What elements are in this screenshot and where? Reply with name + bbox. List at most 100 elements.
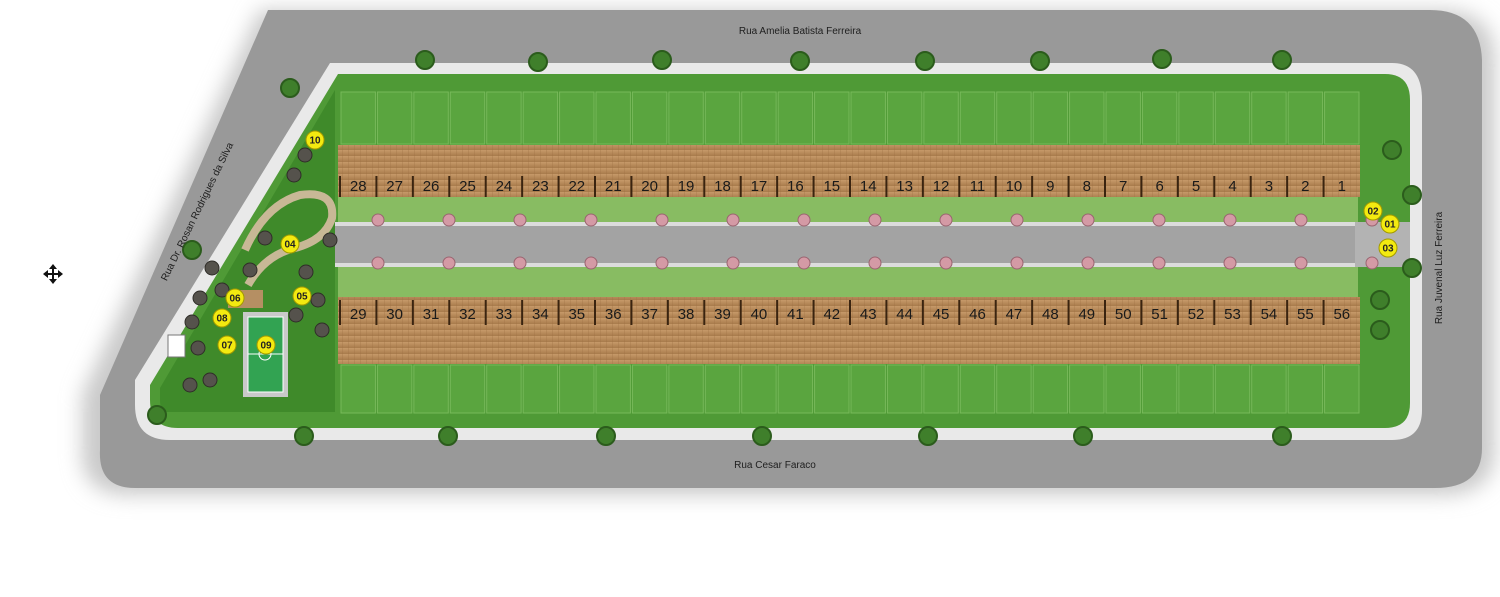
tree-icon	[790, 51, 810, 71]
marker-label: 10	[309, 136, 321, 147]
unit-35[interactable]: 35	[557, 300, 586, 325]
unit-number: 41	[787, 306, 804, 323]
unit-36[interactable]: 36	[594, 300, 622, 325]
unit-2[interactable]: 2	[1286, 176, 1310, 197]
internal-road-curb-top	[335, 222, 1385, 226]
amenity-marker-06[interactable]: 06	[225, 288, 245, 308]
tree-icon	[1294, 213, 1308, 227]
unit-number: 12	[933, 178, 950, 195]
unit-number: 35	[568, 306, 585, 323]
unit-16[interactable]: 16	[776, 176, 804, 197]
unit-17[interactable]: 17	[739, 176, 768, 197]
unit-20[interactable]: 20	[630, 176, 658, 197]
backyard-lot	[1105, 91, 1141, 145]
unit-44[interactable]: 44	[885, 300, 913, 325]
unit-number: 28	[350, 178, 367, 195]
amenity-marker-03[interactable]: 03	[1378, 238, 1398, 258]
unit-48[interactable]: 48	[1031, 300, 1059, 325]
shrub-icon	[182, 377, 198, 393]
unit-50[interactable]: 50	[1104, 300, 1132, 325]
unit-51[interactable]: 51	[1140, 300, 1168, 325]
unit-8[interactable]: 8	[1067, 176, 1091, 197]
amenity-marker-02[interactable]: 02	[1363, 201, 1383, 221]
unit-19[interactable]: 19	[666, 176, 695, 197]
unit-31[interactable]: 31	[411, 300, 440, 325]
move-arrows-icon[interactable]	[42, 263, 64, 285]
unit-42[interactable]: 42	[812, 300, 841, 325]
unit-number: 11	[970, 178, 986, 195]
amenity-marker-04[interactable]: 04	[280, 234, 300, 254]
backyard-lot	[850, 91, 886, 145]
unit-18[interactable]: 18	[703, 176, 731, 197]
unit-number: 34	[532, 306, 549, 323]
unit-43[interactable]: 43	[849, 300, 877, 325]
backyard-lot	[1287, 364, 1324, 414]
unit-23[interactable]: 23	[521, 176, 549, 197]
unit-55[interactable]: 55	[1286, 300, 1314, 325]
unit-6[interactable]: 6	[1140, 176, 1164, 197]
unit-40[interactable]: 40	[739, 300, 768, 325]
unit-21[interactable]: 21	[594, 176, 622, 197]
unit-1[interactable]: 1	[1322, 176, 1346, 197]
shrub-icon	[192, 290, 208, 306]
unit-52[interactable]: 52	[1176, 300, 1205, 325]
unit-5[interactable]: 5	[1176, 176, 1200, 197]
unit-29[interactable]: 29	[339, 300, 367, 325]
unit-54[interactable]: 54	[1249, 300, 1278, 325]
backyard-lot	[631, 91, 668, 145]
unit-number: 5	[1192, 178, 1200, 195]
unit-32[interactable]: 32	[448, 300, 476, 325]
unit-33[interactable]: 33	[484, 300, 513, 325]
amenity-marker-05[interactable]: 05	[292, 286, 312, 306]
unit-28[interactable]: 28	[339, 176, 367, 197]
unit-39[interactable]: 39	[703, 300, 731, 325]
amenity-marker-08[interactable]: 08	[212, 308, 232, 328]
unit-37[interactable]: 37	[630, 300, 658, 325]
unit-7[interactable]: 7	[1104, 176, 1127, 197]
unit-56[interactable]: 56	[1322, 300, 1351, 325]
unit-24[interactable]: 24	[484, 176, 513, 197]
unit-10[interactable]: 10	[994, 176, 1023, 197]
unit-4[interactable]: 4	[1213, 176, 1237, 197]
unit-41[interactable]: 41	[776, 300, 804, 325]
unit-26[interactable]: 26	[411, 176, 440, 197]
unit-11[interactable]: 11	[958, 176, 986, 197]
unit-15[interactable]: 15	[812, 176, 841, 197]
unit-38[interactable]: 38	[666, 300, 695, 325]
amenity-marker-09[interactable]: 09	[256, 335, 276, 355]
unit-46[interactable]: 46	[958, 300, 986, 325]
shrub-icon	[286, 167, 302, 183]
tree-icon	[939, 256, 953, 270]
unit-34[interactable]: 34	[521, 300, 549, 325]
unit-13[interactable]: 13	[885, 176, 913, 197]
shrub-icon	[257, 230, 273, 246]
tree-icon	[1402, 258, 1422, 278]
amenity-marker-07[interactable]: 07	[217, 335, 237, 355]
unit-14[interactable]: 14	[849, 176, 877, 197]
garden-path	[241, 190, 337, 288]
unit-53[interactable]: 53	[1213, 300, 1241, 325]
marker-dot	[217, 335, 237, 355]
backyard-lot	[668, 364, 704, 414]
top-backyard-lots	[340, 91, 1360, 145]
unit-49[interactable]: 49	[1067, 300, 1096, 325]
unit-47[interactable]: 47	[994, 300, 1023, 325]
unit-25[interactable]: 25	[448, 176, 476, 197]
unit-30[interactable]: 30	[375, 300, 403, 325]
amenity-marker-01[interactable]: 01	[1380, 214, 1400, 234]
unit-12[interactable]: 12	[921, 176, 950, 197]
unit-number: 54	[1261, 306, 1278, 323]
backyard-lot	[850, 364, 886, 414]
unit-22[interactable]: 22	[557, 176, 586, 197]
shrub-icon	[202, 372, 218, 388]
unit-number: 15	[823, 178, 840, 195]
backyard-lot	[704, 91, 741, 145]
unit-number: 47	[1006, 306, 1023, 323]
unit-number: 43	[860, 306, 877, 323]
amenity-marker-10[interactable]: 10	[305, 130, 325, 150]
unit-9[interactable]: 9	[1031, 176, 1055, 197]
unit-27[interactable]: 27	[375, 176, 403, 197]
tree-icon	[1382, 140, 1402, 160]
unit-3[interactable]: 3	[1249, 176, 1273, 197]
unit-45[interactable]: 45	[921, 300, 950, 325]
